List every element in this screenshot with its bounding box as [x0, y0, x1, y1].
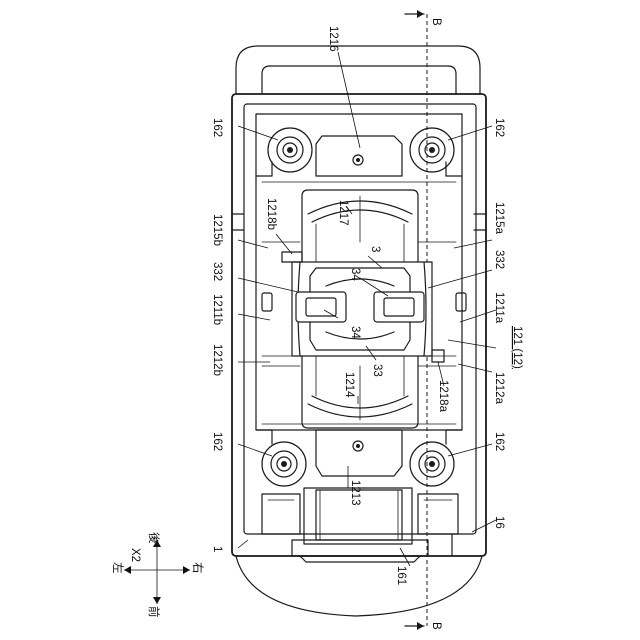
- label-34-bottom: 34: [349, 326, 361, 339]
- direction-compass: X2 後 前 左 右: [111, 532, 205, 618]
- bottom-boss-plate: [316, 430, 402, 476]
- label-1214: 1214: [343, 372, 355, 398]
- label-1215a: 1215a: [493, 202, 505, 235]
- compass-left: 左: [111, 562, 125, 574]
- label-1213: 1213: [349, 480, 361, 506]
- label-1211b: 1211b: [211, 294, 223, 325]
- label-33: 33: [371, 364, 383, 377]
- label-1218a: 1218a: [437, 380, 449, 413]
- label-16: 16: [493, 516, 505, 529]
- screw-boss-bottom-left: [262, 442, 306, 486]
- label-162-bottom-left: 162: [211, 432, 223, 451]
- compass-right: 右: [191, 562, 205, 574]
- label-162-top-left: 162: [211, 118, 223, 137]
- top-flange: [236, 46, 480, 94]
- screw-boss-top-left: [268, 128, 312, 172]
- compass-back: 後: [147, 532, 161, 544]
- label-162-top-right: 162: [493, 118, 505, 137]
- label-1216: 1216: [327, 26, 339, 52]
- label-121-12: 121 (12): [511, 326, 523, 369]
- section-label-top: B: [430, 18, 442, 26]
- label-3: 3: [369, 246, 381, 252]
- screw-boss-top-right: [410, 128, 454, 172]
- bottom-base: [236, 556, 482, 616]
- label-1211a: 1211a: [493, 292, 505, 324]
- label-161: 161: [395, 566, 407, 585]
- section-label-bottom: B: [430, 622, 442, 630]
- label-1215b: 1215b: [211, 214, 223, 246]
- label-332-left: 332: [211, 262, 223, 281]
- compass-axis-label: X2: [129, 548, 141, 562]
- compass-front: 前: [147, 606, 161, 618]
- label-162-bottom-right: 162: [493, 432, 505, 451]
- label-1218b: 1218b: [265, 198, 277, 230]
- label-1212b: 1212b: [211, 344, 223, 376]
- screw-boss-bottom-right: [410, 442, 454, 486]
- slider-assembly: [292, 262, 432, 356]
- label-34-top: 34: [349, 268, 361, 281]
- label-1212a: 1212a: [493, 372, 505, 405]
- label-332-right: 332: [493, 250, 505, 269]
- label-1217: 1217: [337, 200, 349, 226]
- label-1: 1: [211, 546, 223, 552]
